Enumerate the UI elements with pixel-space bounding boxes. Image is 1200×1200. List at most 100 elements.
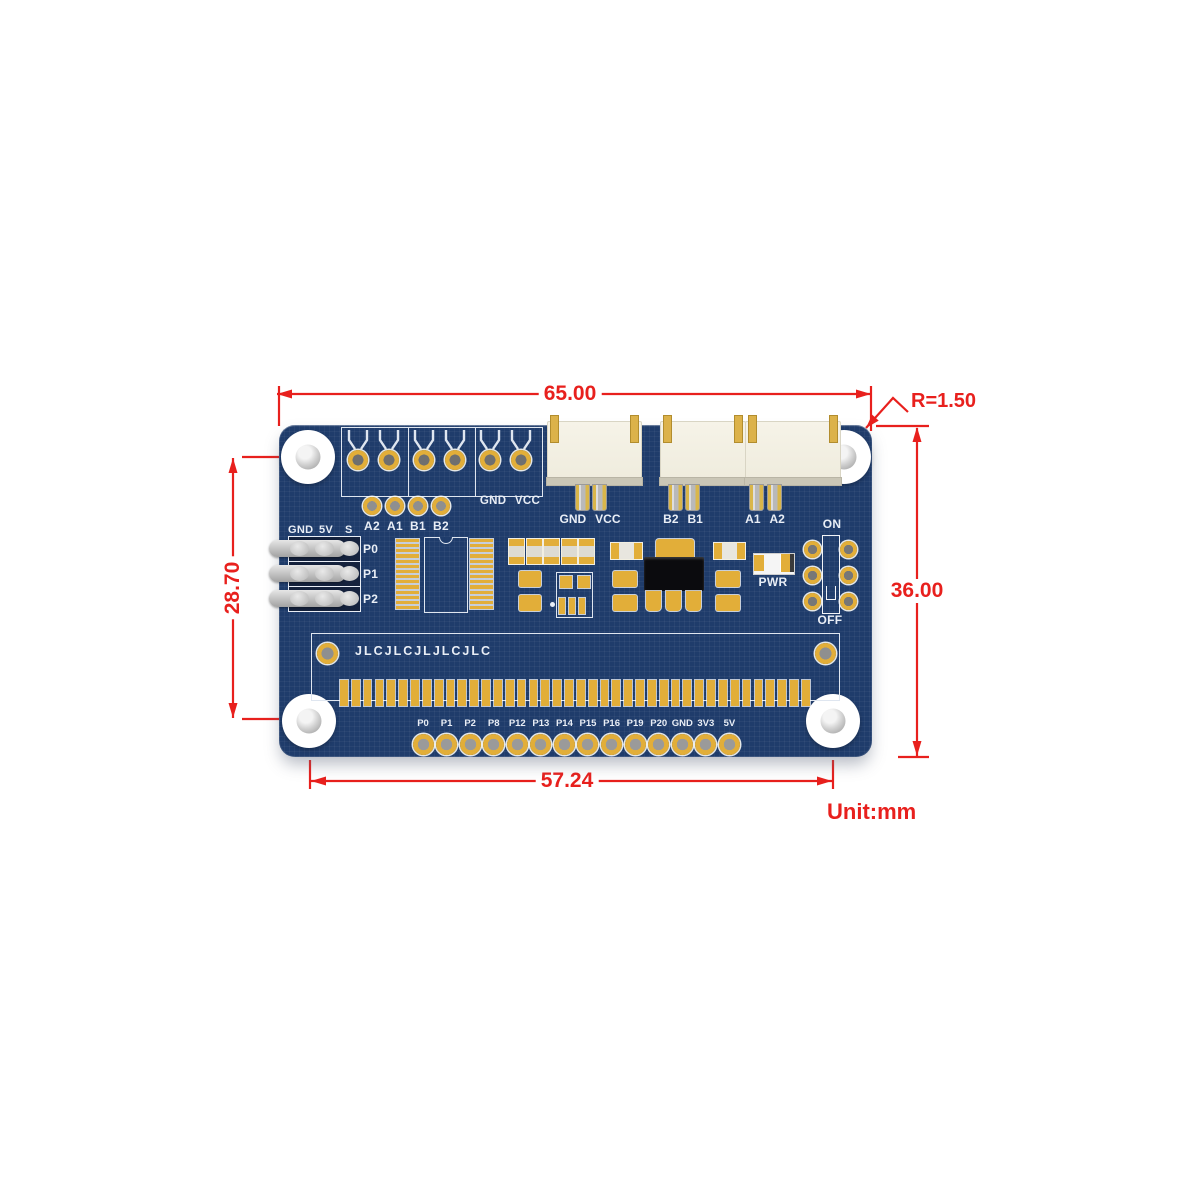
- ic-pin-pad: [396, 600, 419, 604]
- breakout-pad: [577, 734, 599, 755]
- ic-pin-pad: [470, 569, 493, 574]
- regulator-body: [644, 557, 704, 591]
- ic-pin-pad: [470, 575, 493, 579]
- breakout-pad: [718, 734, 740, 755]
- terminal-pad: [445, 450, 465, 470]
- connector-tab: [663, 415, 672, 443]
- dimension-width-label: 65.00: [538, 382, 602, 406]
- breakout-pad: [601, 734, 623, 755]
- gpio-pad: [778, 680, 787, 706]
- signal-pad: [363, 497, 381, 515]
- ic-pin-pad: [396, 539, 419, 543]
- ic-pin-pad: [470, 595, 493, 599]
- mounting-hole-bottom-left: [282, 694, 336, 748]
- smd-pad: [579, 598, 585, 614]
- capacitor: [525, 538, 543, 565]
- signal-pad-label: B2: [433, 519, 449, 533]
- regulator-pad: [666, 591, 681, 611]
- gpio-pad: [505, 680, 514, 706]
- pin-ball: [340, 566, 359, 581]
- ic-pin-pad: [470, 549, 493, 553]
- gpio-pad: [340, 680, 348, 706]
- gpio-fiducial-right: [815, 643, 836, 664]
- pin-ball: [340, 591, 359, 606]
- smd-pad: [560, 576, 572, 588]
- connector-pin: [767, 484, 782, 511]
- breakout-pad-label: P19: [626, 718, 644, 729]
- ic-pin-pad: [396, 564, 419, 568]
- connector-tab: [748, 415, 757, 443]
- left-header-col-label: GND: [288, 524, 314, 536]
- wire-clamp-icon: [347, 430, 369, 450]
- terminal-pad: [379, 450, 399, 470]
- ic-pin-pad: [396, 559, 419, 563]
- gpio-edge-pads: [340, 680, 810, 706]
- white-connector: [546, 415, 643, 486]
- connector-tab: [829, 415, 838, 443]
- switch-pad: [804, 593, 821, 610]
- dimension-height-label: 36.00: [885, 579, 949, 603]
- smd-pad: [716, 571, 740, 587]
- smd-pad: [613, 571, 637, 587]
- capacitor: [578, 538, 596, 565]
- ic-pin-pad: [396, 549, 419, 553]
- breakout-pad: [436, 734, 458, 755]
- capacitor: [508, 538, 525, 565]
- smd-pad: [519, 571, 541, 587]
- gpio-pad: [446, 680, 455, 706]
- terminal-pad: [348, 450, 368, 470]
- connector-pin-label: B1: [687, 512, 703, 526]
- signal-pad: [432, 497, 450, 515]
- connector-pin-label: A2: [769, 512, 785, 526]
- breakout-pad: [506, 734, 528, 755]
- ic-pin-pad: [470, 544, 493, 548]
- breakout-pad-label: P12: [508, 718, 526, 729]
- terminal-pad: [480, 450, 500, 470]
- ic-pin-pad: [396, 554, 419, 558]
- power-led-label: PWR: [758, 575, 788, 589]
- switch-body-outline: [822, 535, 840, 614]
- breakout-pad-label: P1: [440, 718, 453, 729]
- gpio-header-outline: [311, 633, 840, 701]
- wire-clamp-icon: [479, 430, 501, 450]
- ic-pin-pad: [470, 554, 493, 558]
- mounting-hole-top-left: [281, 430, 335, 484]
- gpio-pad: [529, 680, 538, 706]
- breakout-pad: [530, 734, 552, 755]
- ic-pin-pad: [396, 580, 419, 584]
- left-header-col-label: 5V: [319, 524, 334, 536]
- gpio-pad: [790, 680, 798, 706]
- gpio-fiducial-left: [317, 643, 338, 664]
- gpio-pad: [363, 680, 372, 706]
- breakout-pad-label: GND: [671, 718, 693, 729]
- regulator-pad: [646, 591, 661, 611]
- smd-pad: [519, 595, 541, 611]
- signal-pad-label: A2: [364, 519, 380, 533]
- switch-pad: [840, 541, 857, 558]
- gpio-pad: [411, 680, 419, 706]
- ic-pin-pad: [396, 585, 419, 589]
- breakout-pad-label: 5V: [723, 718, 736, 729]
- gpio-pad: [399, 680, 408, 706]
- connector-pin: [749, 484, 764, 511]
- capacitor: [543, 538, 561, 565]
- breakout-pad-label: P2: [464, 718, 476, 729]
- gpio-pad: [493, 680, 502, 706]
- gpio-pad: [730, 680, 739, 706]
- gpio-pad: [600, 680, 609, 706]
- gpio-pad: [588, 680, 597, 706]
- wire-clamp-icon: [444, 430, 466, 450]
- gpio-pad: [517, 680, 526, 706]
- gpio-pad: [671, 680, 680, 706]
- breakout-pad: [648, 734, 670, 755]
- wire-clamp-icon: [378, 430, 400, 450]
- breakout-pad: [459, 734, 481, 755]
- ic-pin-pad: [470, 605, 493, 610]
- pin-ball: [290, 566, 309, 581]
- breakout-pad-label: P15: [579, 718, 597, 729]
- ic-pin-pad: [396, 595, 419, 599]
